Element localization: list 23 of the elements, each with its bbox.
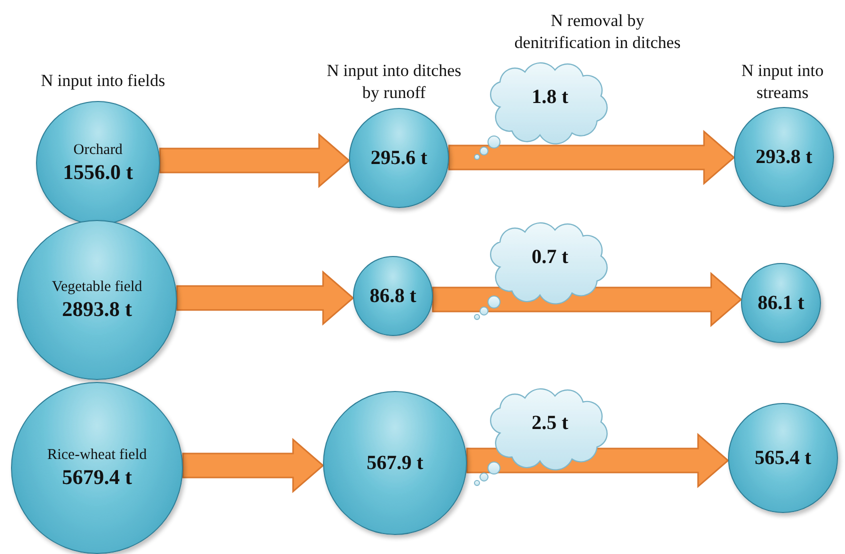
land-use-name: Rice-wheat field: [47, 446, 147, 464]
land-use-name: Vegetable field: [52, 278, 142, 296]
column-heading: N input into streams: [740, 60, 825, 104]
block-arrow: [159, 132, 350, 188]
block-arrow: [182, 438, 324, 494]
column-heading: N input into fields: [40, 70, 166, 92]
nitrogen-amount: 567.9 t: [366, 450, 424, 476]
column-heading: N removal by denitrification in ditches: [513, 10, 682, 54]
removal-amount: 2.5 t: [530, 412, 570, 435]
land-use-name: Orchard: [73, 140, 123, 159]
nitrogen-amount: 1556.0 t: [63, 158, 133, 186]
block-arrow: [176, 270, 354, 326]
removal-amount: 0.7 t: [530, 246, 570, 269]
nitrogen-amount: 2893.8 t: [62, 296, 132, 322]
nitrogen-amount: 295.6 t: [370, 146, 428, 170]
nitrogen-amount: 293.8 t: [756, 144, 812, 170]
nitrogen-amount: 5679.4 t: [62, 464, 132, 490]
column-heading: N input into ditches by runoff: [326, 60, 462, 104]
removal-amount: 1.8 t: [530, 86, 570, 109]
nitrogen-amount: 86.1 t: [758, 290, 804, 316]
nitrogen-amount: 565.4 t: [754, 446, 812, 470]
nitrogen-amount: 86.8 t: [370, 284, 416, 308]
block-arrow: [448, 130, 736, 186]
